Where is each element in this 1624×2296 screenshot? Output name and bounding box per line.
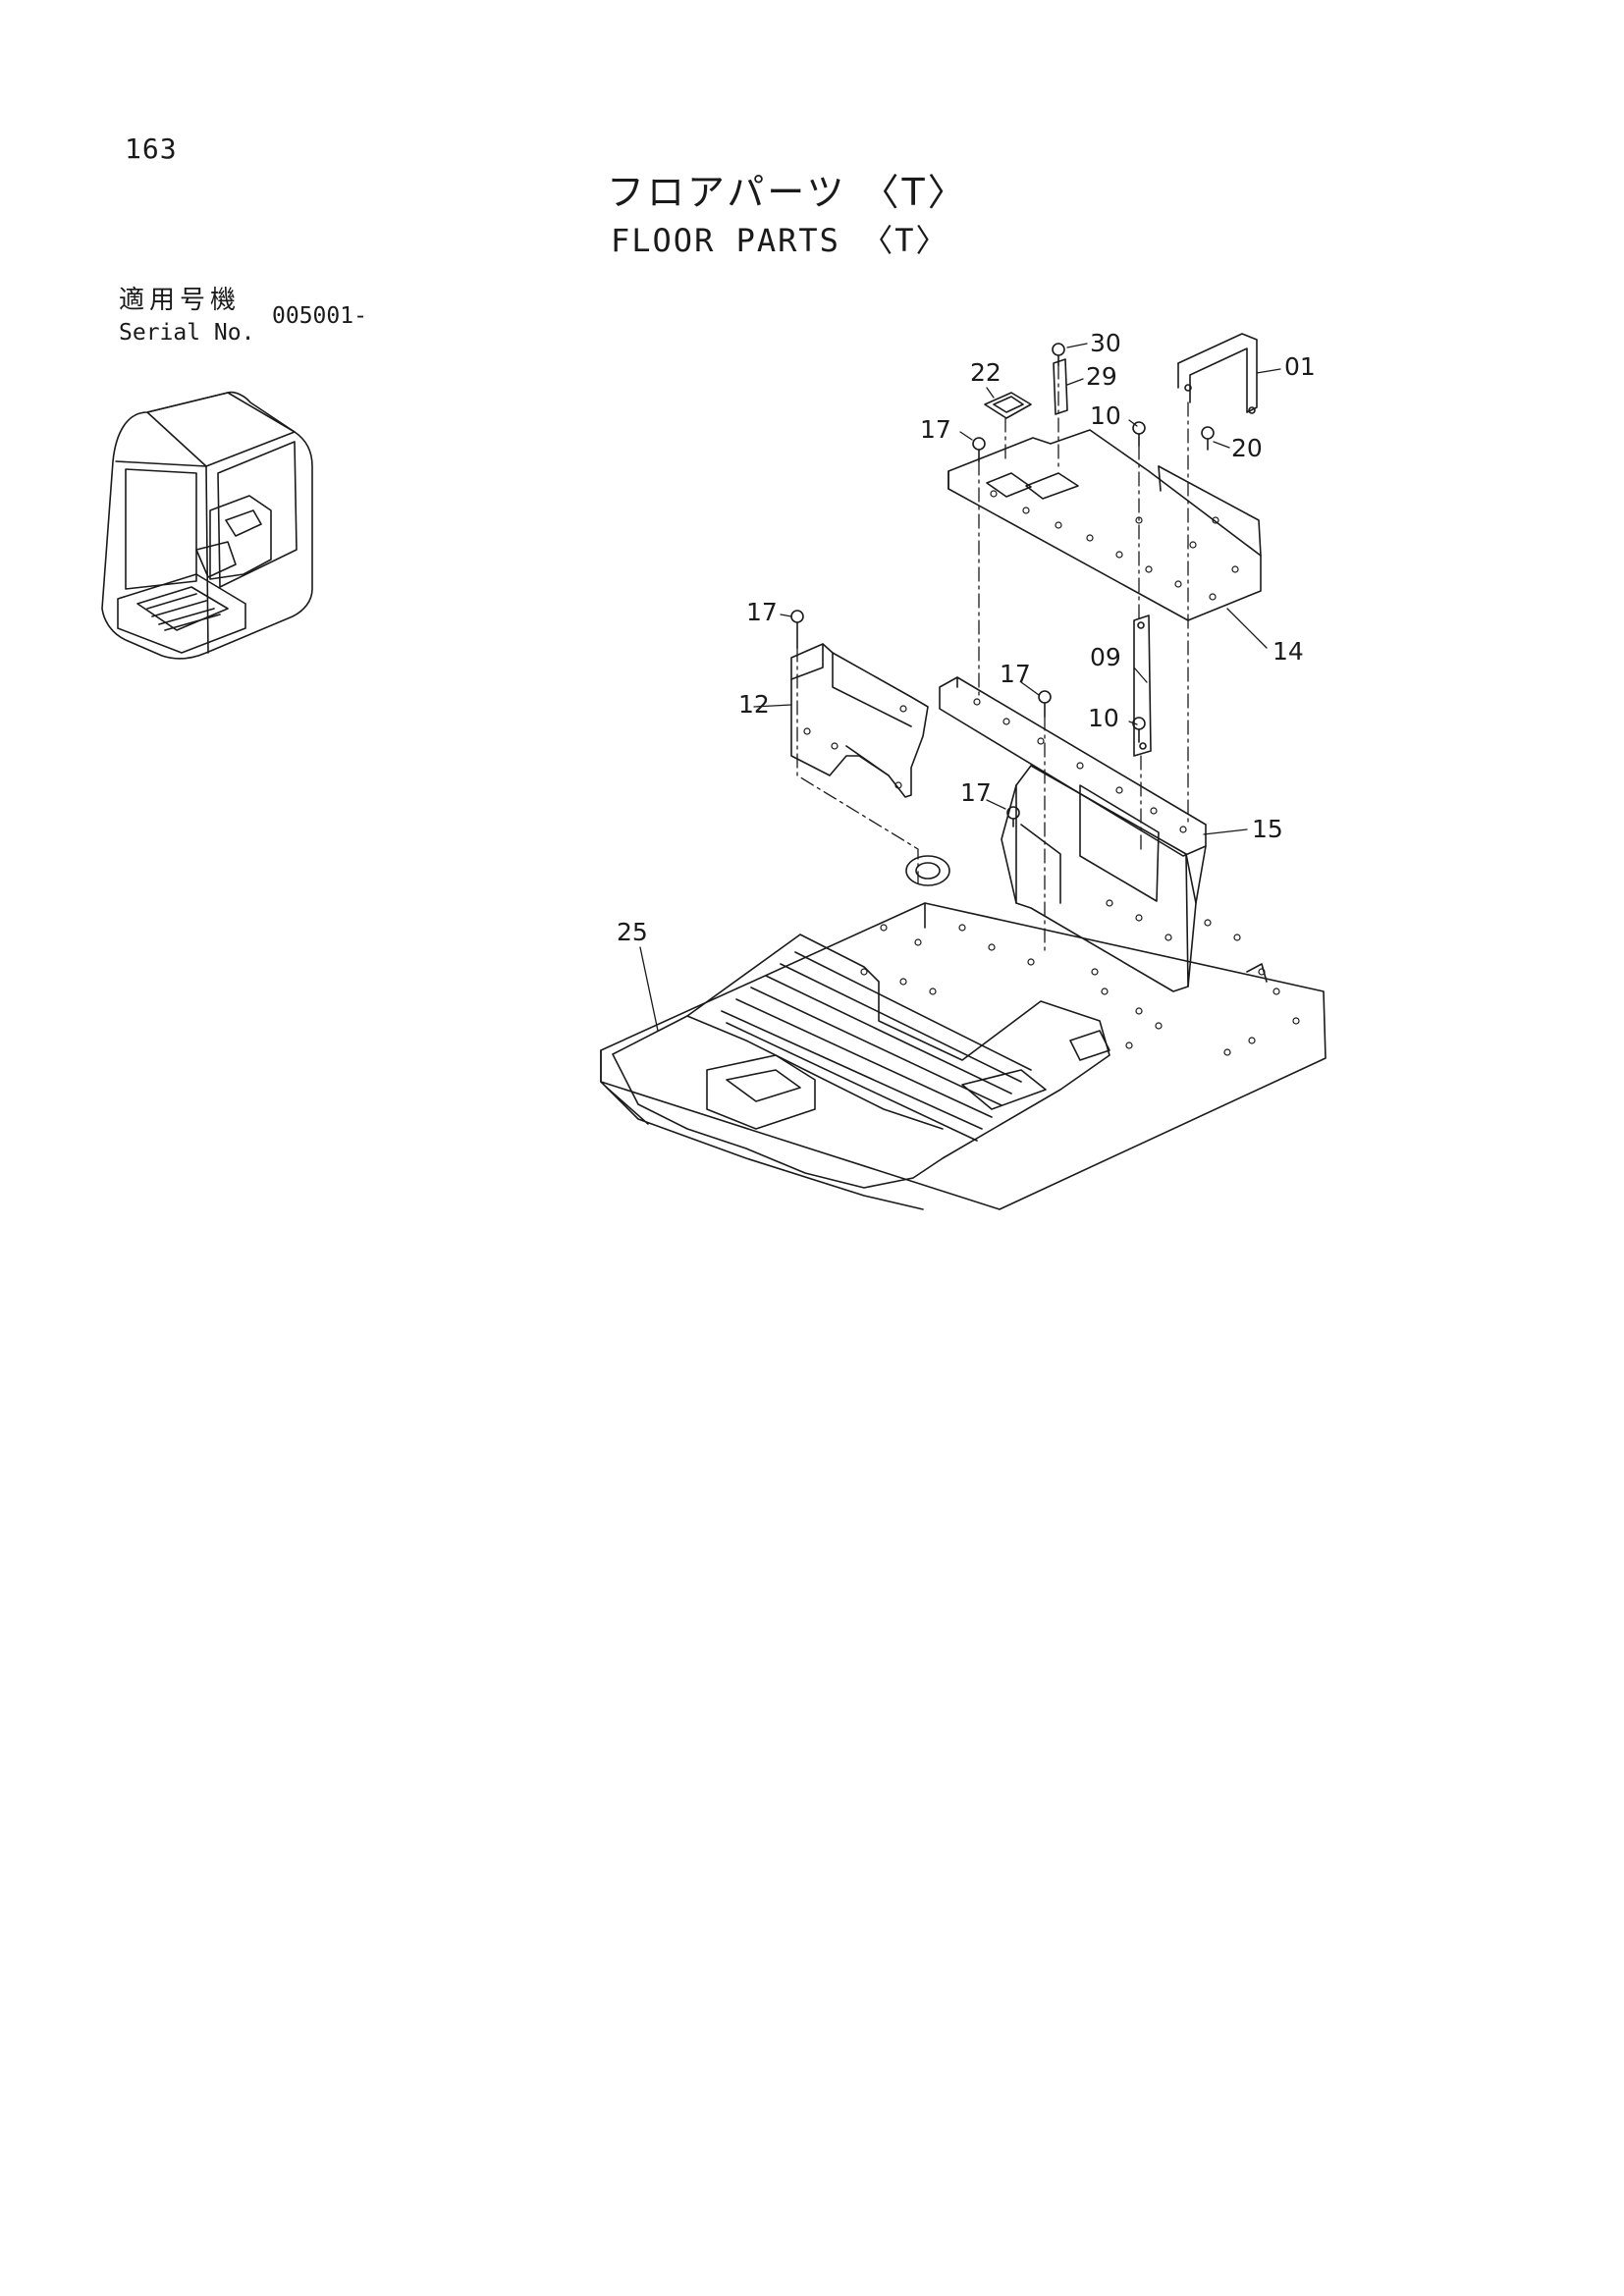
callout-17-left: 17 [746, 598, 778, 626]
stay-09 [1133, 614, 1152, 757]
callout-01: 01 [1284, 352, 1316, 381]
page-number: 163 [125, 133, 178, 165]
floor-plate-25 [600, 855, 1326, 1210]
callout-25: 25 [617, 918, 648, 946]
callout-10-upper: 10 [1090, 401, 1121, 430]
callout-10-lower: 10 [1088, 704, 1119, 732]
cover-12 [790, 643, 929, 798]
callout-29: 29 [1086, 362, 1117, 391]
callout-09: 09 [1090, 643, 1121, 671]
callout-30: 30 [1090, 329, 1121, 357]
bracket-01 [1177, 333, 1258, 414]
callout-12: 12 [738, 690, 770, 719]
callout-20: 20 [1231, 434, 1263, 462]
callout-17-upper: 17 [920, 415, 951, 444]
callout-17-lower: 17 [960, 778, 992, 807]
callout-14: 14 [1272, 637, 1304, 666]
strap-29 [1053, 358, 1068, 415]
cab-thumbnail-illustration [101, 391, 313, 660]
title-japanese: フロアパーツ 〈T〉 [607, 171, 968, 214]
title-english: FLOOR PARTS 〈T〉 [611, 222, 949, 259]
bolts [790, 343, 1215, 828]
serial-value: 005001- [272, 303, 367, 329]
callout-labels: 30 22 29 01 17 10 20 14 17 09 17 12 10 1… [617, 329, 1316, 946]
cover-15 [939, 676, 1207, 992]
serial-label-english: Serial No. [119, 320, 255, 346]
callout-15: 15 [1252, 815, 1283, 843]
plate-14 [947, 429, 1262, 621]
serial-label-japanese: 適用号機 [119, 286, 242, 315]
callout-leaders [639, 343, 1281, 1032]
assembly-lines [796, 364, 1189, 953]
callout-22: 22 [970, 358, 1001, 387]
grommet-22 [984, 392, 1032, 419]
callout-17-middle: 17 [1000, 660, 1031, 688]
